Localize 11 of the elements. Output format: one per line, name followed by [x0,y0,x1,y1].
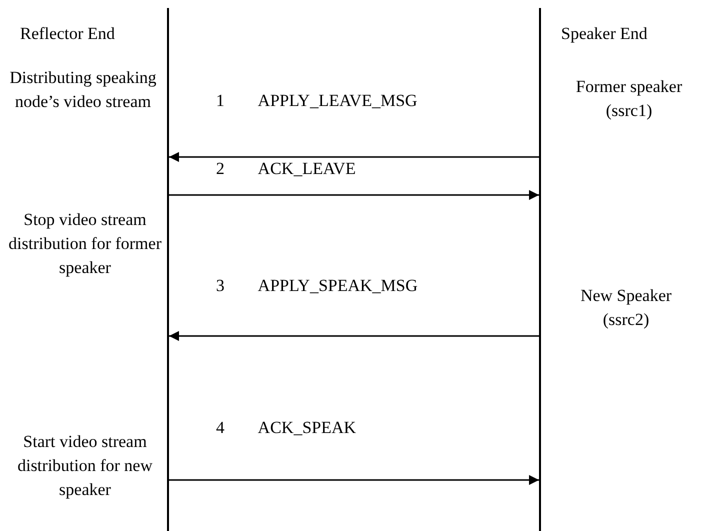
note-text: Stop video stream distribution for former speaker [8,209,162,279]
message-arrow [169,475,539,485]
note-text: Distributing speaking node’s video stream [8,67,158,113]
column-heading: Speaker End [561,23,648,45]
note-text: Start video stream distribution for new speaker [16,431,154,501]
column-heading: Reflector End [20,23,116,45]
message-arrow [169,331,539,341]
note-text: Former speaker (ssrc1) [574,76,684,122]
message-arrow [169,190,539,200]
message-arrow [169,152,539,162]
note-text: New Speaker (ssrc2) [579,285,673,331]
